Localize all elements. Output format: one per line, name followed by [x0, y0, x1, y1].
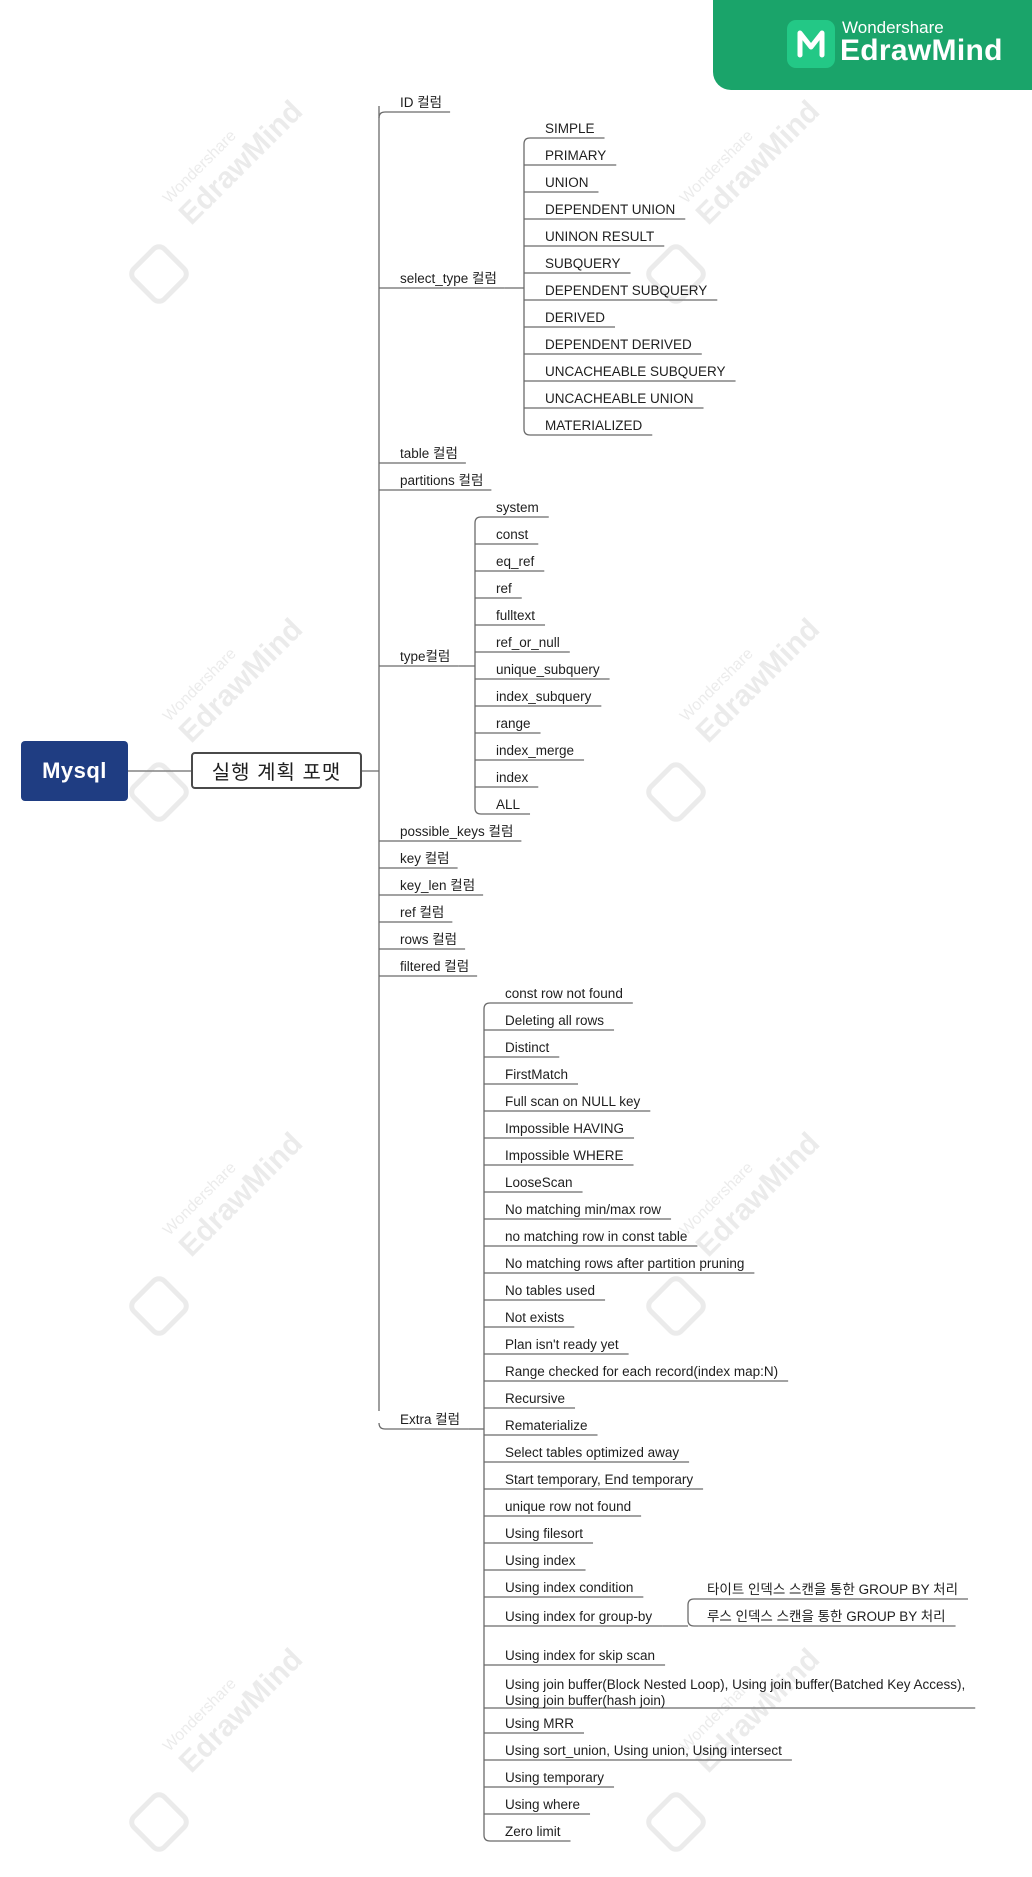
brand-company-name: Wondershare: [842, 18, 944, 37]
sub-topic[interactable]: DEPENDENT SUBQUERY: [545, 283, 708, 298]
branch-topic[interactable]: partitions 컬럼: [400, 473, 484, 488]
sub-topic[interactable]: ref_or_null: [496, 635, 560, 650]
sub-topic[interactable]: ALL: [496, 797, 521, 812]
sub-topic[interactable]: Plan isn't ready yet: [505, 1337, 619, 1352]
sub-topic[interactable]: Recursive: [505, 1391, 566, 1406]
level2-underline: [483, 1002, 633, 1010]
level2-underline: [474, 807, 531, 815]
central-topic[interactable]: 실행 계획 포맷: [191, 752, 362, 789]
sub-topic[interactable]: DERIVED: [545, 310, 606, 325]
sub-topic[interactable]: Using index for group-by: [505, 1609, 653, 1624]
branch-topic[interactable]: Extra 컬럼: [400, 1412, 461, 1427]
sub-topic[interactable]: Range checked for each record(index map:…: [505, 1364, 779, 1379]
sub-topic[interactable]: Start temporary, End temporary: [505, 1472, 694, 1487]
branch-topic[interactable]: key_len 컬럼: [400, 878, 476, 893]
sub-topic[interactable]: unique row not found: [505, 1499, 632, 1514]
level1-underline: [378, 111, 451, 119]
level3-underline: [687, 1598, 968, 1606]
sub-topic[interactable]: Using index: [505, 1553, 576, 1568]
edrawmind-brand-badge[interactable]: [713, 0, 1032, 90]
sub-topic[interactable]: No matching rows after partition pruning: [505, 1256, 745, 1271]
level2-underline: [523, 137, 605, 145]
sub-topic[interactable]: Full scan on NULL key: [505, 1094, 641, 1109]
sub-topic[interactable]: eq_ref: [496, 554, 535, 569]
sub-topic[interactable]: No matching min/max row: [505, 1202, 662, 1217]
sub-topic[interactable]: PRIMARY: [545, 148, 607, 163]
branch-topic[interactable]: ID 컬럼: [400, 95, 443, 110]
level2-underline: [523, 428, 653, 436]
branch-topic[interactable]: rows 컬럼: [400, 932, 458, 947]
sub-topic[interactable]: range: [496, 716, 531, 731]
level1-underline: [378, 1422, 469, 1430]
sub-topic[interactable]: Select tables optimized away: [505, 1445, 680, 1460]
branch-topic[interactable]: possible_keys 컬럼: [400, 824, 514, 839]
sub-topic[interactable]: Using sort_union, Using union, Using int…: [505, 1743, 782, 1758]
branch-topic[interactable]: key 컬럼: [400, 851, 450, 866]
sub-topic[interactable]: Deleting all rows: [505, 1013, 605, 1028]
level2-underline: [474, 516, 549, 524]
sub-topic[interactable]: Zero limit: [505, 1824, 561, 1839]
sub-topic[interactable]: const row not found: [505, 986, 623, 1001]
sub-topic[interactable]: LooseScan: [505, 1175, 573, 1190]
sub-topic[interactable]: Using index condition: [505, 1580, 634, 1595]
sub-topic[interactable]: Rematerialize: [505, 1418, 588, 1433]
level2-underline: [483, 1834, 571, 1842]
sub-topic[interactable]: UNINON RESULT: [545, 229, 655, 244]
sub-topic[interactable]: Distinct: [505, 1040, 550, 1055]
sub-topic[interactable]: DEPENDENT UNION: [545, 202, 676, 217]
sub-topic[interactable]: FirstMatch: [505, 1067, 569, 1082]
branch-topic[interactable]: type컬럼: [400, 649, 451, 664]
sub-topic[interactable]: DEPENDENT DERIVED: [545, 337, 692, 352]
sub-topic[interactable]: UNCACHEABLE SUBQUERY: [545, 364, 726, 379]
sub-topic[interactable]: MATERIALIZED: [545, 418, 643, 433]
sub-topic[interactable]: Using join buffer(Block Nested Loop), Us…: [505, 1677, 966, 1708]
sub-topic[interactable]: UNION: [545, 175, 589, 190]
sub-topic[interactable]: No tables used: [505, 1283, 596, 1298]
sub-topic[interactable]: Not exists: [505, 1310, 565, 1325]
branch-topic[interactable]: select_type 컬럼: [400, 271, 497, 286]
root-topic[interactable]: Mysql: [21, 741, 128, 801]
sub-topic[interactable]: Using temporary: [505, 1770, 605, 1785]
sub-topic[interactable]: Using filesort: [505, 1526, 584, 1541]
sub-topic[interactable]: Using index for skip scan: [505, 1648, 656, 1663]
leaf-topic[interactable]: 타이트 인덱스 스캔을 통한 GROUP BY 처리: [707, 1582, 958, 1597]
sub-topic[interactable]: Impossible HAVING: [505, 1121, 625, 1136]
sub-topic[interactable]: no matching row in const table: [505, 1229, 688, 1244]
sub-topic[interactable]: SUBQUERY: [545, 256, 621, 271]
brand-product-name: EdrawMind: [840, 34, 1003, 67]
leaf-topic[interactable]: 루스 인덱스 스캔을 통한 GROUP BY 처리: [707, 1609, 946, 1624]
sub-topic[interactable]: index: [496, 770, 529, 785]
sub-topic[interactable]: index_merge: [496, 743, 575, 758]
branch-topic[interactable]: filtered 컬럼: [400, 959, 470, 974]
sub-topic[interactable]: Impossible WHERE: [505, 1148, 624, 1163]
edrawmind-logo-icon: [787, 20, 835, 68]
sub-topic[interactable]: ref: [496, 581, 512, 596]
branch-topic[interactable]: table 컬럼: [400, 446, 458, 461]
sub-topic[interactable]: Using MRR: [505, 1716, 575, 1731]
sub-topic[interactable]: UNCACHEABLE UNION: [545, 391, 694, 406]
sub-topic[interactable]: SIMPLE: [545, 121, 595, 136]
sub-topic[interactable]: index_subquery: [496, 689, 592, 704]
sub-topic[interactable]: fulltext: [496, 608, 536, 623]
branch-topic[interactable]: ref 컬럼: [400, 905, 445, 920]
level3-underline: [687, 1619, 956, 1627]
sub-topic[interactable]: const: [496, 527, 529, 542]
sub-topic[interactable]: system: [496, 500, 539, 515]
sub-topic[interactable]: Using where: [505, 1797, 581, 1812]
sub-topic[interactable]: unique_subquery: [496, 662, 600, 677]
